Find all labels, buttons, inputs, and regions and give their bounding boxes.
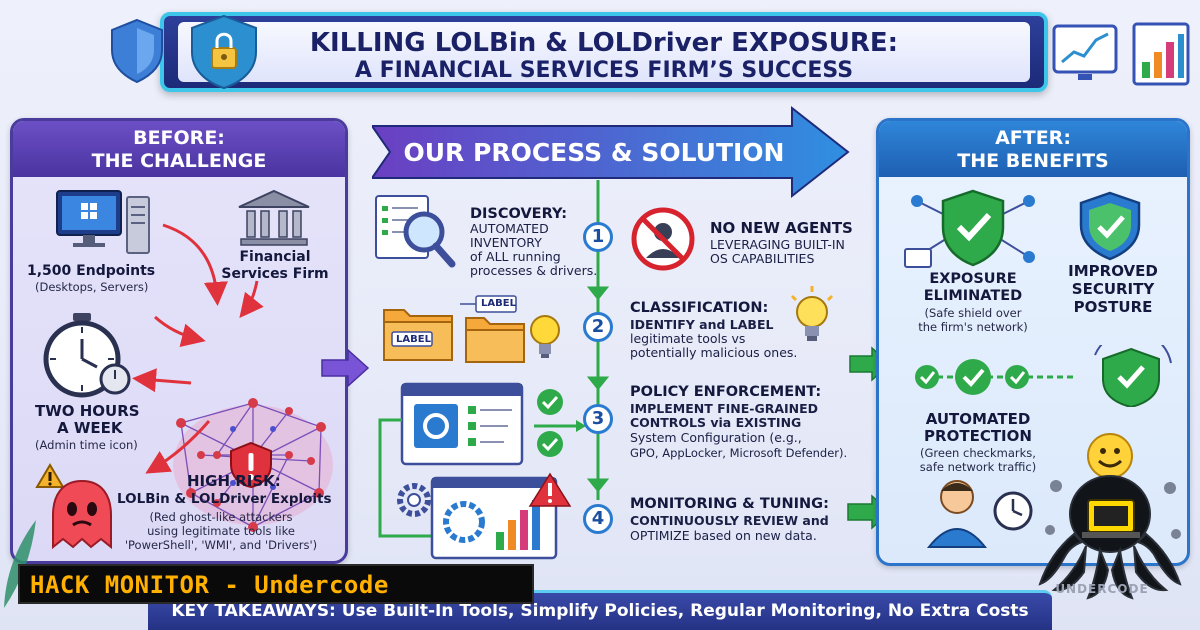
before-header: BEFORE: THE CHALLENGE bbox=[13, 121, 345, 177]
step-4-number: 4 bbox=[583, 504, 613, 534]
bar-chart-icon bbox=[1132, 22, 1190, 86]
warning-icon bbox=[35, 463, 65, 488]
bank-icon bbox=[238, 189, 310, 246]
risk-desc-2: using legitimate tools like bbox=[147, 524, 295, 538]
title-banner-inner: KILLING LOLBin & LOLDriver EXPOSURE: A F… bbox=[178, 22, 1030, 83]
posture-label-1: IMPROVED bbox=[1068, 262, 1158, 280]
folders-label-icon bbox=[383, 295, 525, 363]
protected-network-shield-icon bbox=[904, 189, 1035, 268]
after-panel: AFTER: THE BENEFITS EXPOSURE ELIMINATED … bbox=[876, 118, 1190, 566]
step-2-title: CLASSIFICATION: bbox=[630, 300, 769, 316]
before-to-process-arrow bbox=[321, 348, 370, 388]
step-3-body-1: IMPLEMENT FINE-GRAINED bbox=[630, 401, 819, 416]
step-3-body-3: System Configuration (e.g., bbox=[630, 430, 802, 445]
endpoints-label: 1,500 Endpoints bbox=[27, 263, 156, 279]
key-takeaways-text: KEY TAKEAWAYS: Use Built-In Tools, Simpl… bbox=[171, 601, 1029, 621]
step-3-title: POLICY ENFORCEMENT: bbox=[630, 384, 822, 400]
step-4-body-1: CONTINUOUSLY REVIEW and bbox=[630, 513, 829, 528]
lightbulb-icon bbox=[530, 315, 560, 358]
step-4-title: MONITORING & TUNING: bbox=[630, 496, 829, 512]
auto-sub-1: (Green checkmarks, bbox=[920, 446, 1036, 460]
before-connector-arrows bbox=[132, 223, 264, 474]
before-heading-line1: BEFORE: bbox=[133, 127, 225, 149]
exposure-label-2: ELIMINATED bbox=[923, 288, 1023, 304]
no-agents-icon bbox=[631, 207, 695, 271]
exposure-sub-2: the firm's network) bbox=[918, 320, 1028, 334]
label-tag-1: LABEL bbox=[396, 334, 431, 345]
monitoring-dashboard-icon bbox=[397, 472, 572, 560]
step-1-body-3: of ALL running bbox=[470, 249, 561, 264]
step-4-body-2: OPTIMIZE based on new data. bbox=[630, 528, 817, 543]
idea-lightbulb-icon bbox=[790, 286, 834, 341]
firm-label-2: Services Firm bbox=[221, 266, 329, 282]
time-label-1: TWO HOURS bbox=[35, 402, 140, 420]
before-panel: BEFORE: THE CHALLENGE bbox=[10, 118, 348, 564]
time-label-2: A WEEK bbox=[57, 419, 123, 437]
exposure-sub-1: (Safe shield over bbox=[924, 306, 1022, 320]
step-3-number: 3 bbox=[583, 404, 613, 434]
padlock-shield-icon bbox=[191, 14, 257, 90]
auto-sub-2: safe network traffic) bbox=[919, 460, 1037, 474]
after-heading-line1: AFTER: bbox=[995, 127, 1071, 149]
after-header: AFTER: THE BENEFITS bbox=[879, 121, 1187, 177]
step-1-number: 1 bbox=[583, 222, 613, 252]
no-agents-body-2: OS CAPABILITIES bbox=[710, 251, 815, 266]
shield-icon bbox=[111, 18, 163, 84]
security-shield-icon bbox=[1079, 191, 1141, 261]
no-agents-title: NO NEW AGENTS bbox=[710, 219, 853, 237]
alert-shield-icon bbox=[230, 441, 272, 489]
auto-label-2: PROTECTION bbox=[924, 427, 1032, 445]
step-2-body-3: potentially malicious ones. bbox=[630, 345, 798, 360]
firm-label-1: Financial bbox=[239, 249, 311, 265]
step-1-body-4: processes & drivers. bbox=[470, 263, 598, 278]
after-heading-line2: THE BENEFITS bbox=[957, 150, 1109, 172]
policy-window-icon bbox=[400, 382, 563, 466]
undercode-logo-text: UNDERCODE bbox=[1055, 582, 1149, 596]
step-3-body-2: CONTROLS via EXISTING bbox=[630, 415, 802, 430]
hack-monitor-brand-text: HACK MONITOR - Undercode bbox=[30, 571, 389, 599]
ghost-attacker-icon bbox=[52, 479, 112, 550]
desktop-server-icon bbox=[56, 190, 150, 254]
posture-label-2: SECURITY bbox=[1071, 280, 1155, 298]
rising-chart-icon bbox=[1052, 24, 1118, 80]
hack-monitor-brand: HACK MONITOR - Undercode bbox=[18, 564, 534, 604]
exposure-label-1: EXPOSURE bbox=[929, 271, 1017, 287]
step-1-body-1: AUTOMATED bbox=[470, 221, 549, 236]
posture-label-3: POSTURE bbox=[1073, 298, 1153, 316]
step-3-body-4: GPO, AppLocker, Microsoft Defender). bbox=[630, 446, 848, 460]
step-2-number: 2 bbox=[583, 312, 613, 342]
step-2-body-1: IDENTIFY and LABEL bbox=[630, 317, 774, 332]
step-1-title: DISCOVERY: bbox=[470, 206, 567, 222]
no-agents-body-1: LEVERAGING BUILT-IN bbox=[710, 237, 845, 252]
page-subtitle: A FINANCIAL SERVICES FIRM’S SUCCESS bbox=[354, 58, 854, 83]
risk-label: HIGH RISK: bbox=[187, 472, 281, 490]
risk-desc-1: (Red ghost-like attackers bbox=[149, 510, 293, 524]
before-heading-line2: THE CHALLENGE bbox=[91, 150, 267, 172]
title-banner: KILLING LOLBin & LOLDriver EXPOSURE: A F… bbox=[160, 12, 1048, 92]
step-1-body-2: INVENTORY bbox=[470, 235, 542, 250]
process-title: OUR PROCESS & SOLUTION bbox=[403, 138, 785, 167]
smiley-icon bbox=[1087, 433, 1133, 479]
stopwatch-icon bbox=[43, 313, 131, 398]
discovery-magnifier-icon bbox=[375, 195, 456, 268]
endpoints-sublabel: (Desktops, Servers) bbox=[35, 280, 149, 294]
admin-person-clock-icon bbox=[926, 480, 1033, 548]
process-banner-arrow bbox=[372, 105, 850, 199]
safe-traffic-checkmarks bbox=[915, 345, 1172, 407]
page-title: KILLING LOLBin & LOLDriver EXPOSURE: bbox=[309, 28, 899, 58]
auto-label-1: AUTOMATED bbox=[925, 410, 1031, 428]
risk-sublabel: LOLBin & LOLDriver Exploits bbox=[117, 491, 332, 507]
undercode-octopus-logo bbox=[1038, 475, 1182, 600]
step-2-body-2: legitimate tools vs bbox=[630, 331, 746, 346]
green-loop-connector bbox=[378, 418, 586, 538]
risk-desc-3: 'PowerShell', 'WMI', and 'Drivers') bbox=[124, 538, 318, 552]
label-tag-2: LABEL bbox=[481, 298, 516, 309]
time-sublabel: (Admin time icon) bbox=[35, 438, 138, 452]
